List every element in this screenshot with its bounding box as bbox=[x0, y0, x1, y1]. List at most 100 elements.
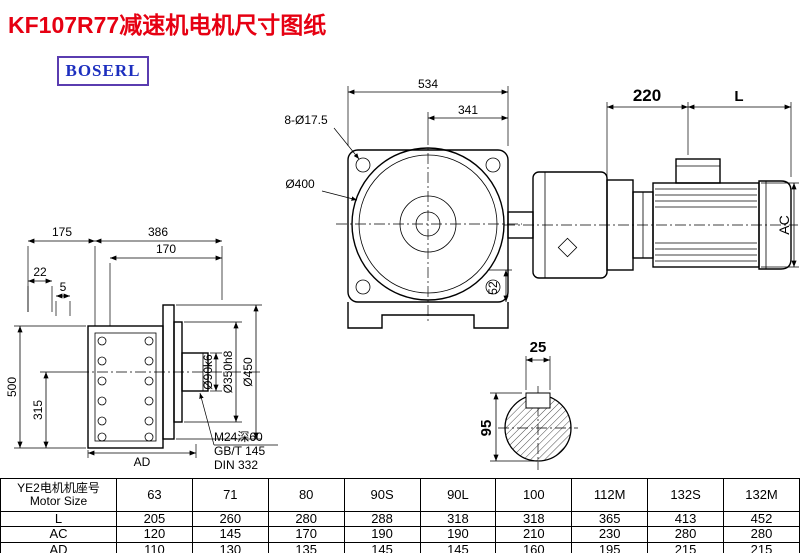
size-col-header: 90L bbox=[419, 478, 497, 512]
bolt-hole bbox=[485, 157, 501, 173]
dim-315-label: 315 bbox=[31, 400, 45, 420]
value-cell: 205 bbox=[116, 510, 193, 528]
value-cell: 260 bbox=[191, 510, 269, 528]
value-cell: 280 bbox=[723, 526, 800, 543]
value-cell: 215 bbox=[647, 541, 724, 553]
dim-5-label: 5 bbox=[60, 280, 67, 294]
motor-size-header-cn: YE2电机机座号 bbox=[17, 480, 100, 495]
side-view: 220 L AC bbox=[504, 86, 799, 279]
table-header-row: YE2电机机座号 Motor Size 63 71 80 90S 90L 100… bbox=[0, 478, 800, 512]
table-row-L: L 205 260 280 288 318 318 365 413 452 bbox=[0, 510, 800, 528]
dim-AC-label: AC bbox=[776, 215, 792, 234]
value-cell: 145 bbox=[419, 541, 497, 553]
dim-534-label: 534 bbox=[418, 77, 438, 91]
front-view: 534 341 8-Ø17.5 Ø400 52 bbox=[284, 77, 522, 329]
key-width-label: 25 bbox=[530, 339, 547, 356]
value-cell: 120 bbox=[116, 526, 193, 543]
flange-dia-label: Ø400 bbox=[285, 177, 315, 191]
dim-22-label: 22 bbox=[33, 265, 47, 279]
section-height-label: 95 bbox=[478, 420, 495, 437]
bolt-hole bbox=[97, 432, 107, 442]
shaft-circle bbox=[415, 211, 441, 237]
value-cell: 413 bbox=[647, 510, 724, 528]
value-cell: 145 bbox=[343, 541, 421, 553]
bolt-hole bbox=[144, 356, 154, 366]
flange-dia-label: Ø450 bbox=[241, 357, 255, 387]
boserl-logo: BOSERL bbox=[57, 56, 149, 86]
motor-size-table: YE2电机机座号 Motor Size 63 71 80 90S 90L 100… bbox=[0, 478, 800, 553]
value-cell: 190 bbox=[343, 526, 421, 543]
hub-circle bbox=[399, 195, 457, 253]
value-cell: 280 bbox=[267, 510, 345, 528]
fan-cover bbox=[758, 180, 792, 270]
left-view: 175 386 170 22 5 500 315 Ø bbox=[5, 225, 278, 472]
value-cell: 210 bbox=[495, 526, 573, 543]
bolt-hole bbox=[144, 432, 154, 442]
value-cell: 130 bbox=[191, 541, 269, 553]
bolt-hole bbox=[144, 336, 154, 346]
dim-170-label: 170 bbox=[156, 242, 176, 256]
terminal-box bbox=[675, 158, 721, 184]
bolt-hole bbox=[97, 336, 107, 346]
bolt-hole bbox=[144, 376, 154, 386]
size-col-header: 100 bbox=[495, 478, 573, 512]
value-cell: 452 bbox=[723, 510, 800, 528]
table-row-AD: AD 110 130 135 145 145 160 195 215 215 bbox=[0, 541, 800, 553]
size-col-header: 132M bbox=[723, 478, 800, 512]
dim-386-label: 386 bbox=[148, 225, 168, 239]
value-cell: 110 bbox=[116, 541, 193, 553]
value-cell: 288 bbox=[343, 510, 421, 528]
bolt-hole bbox=[97, 376, 107, 386]
technical-drawing: 534 341 8-Ø17.5 Ø400 52 bbox=[5, 77, 799, 472]
thread-note-line3: DIN 332 bbox=[214, 458, 258, 472]
size-col-header: 132S bbox=[647, 478, 724, 512]
value-cell: 135 bbox=[267, 541, 345, 553]
motor-size-header-cell: YE2电机机座号 Motor Size bbox=[0, 478, 117, 512]
oil-plug bbox=[557, 237, 578, 258]
value-cell: 365 bbox=[571, 510, 649, 528]
flange-inner-circle bbox=[358, 154, 498, 294]
motor-body bbox=[652, 182, 760, 268]
value-cell: 215 bbox=[723, 541, 800, 553]
flange-face bbox=[94, 332, 157, 442]
value-cell: 318 bbox=[419, 510, 497, 528]
value-cell: 230 bbox=[571, 526, 649, 543]
value-cell: 190 bbox=[419, 526, 497, 543]
row-label-AC: AC bbox=[0, 526, 117, 543]
value-cell: 160 bbox=[495, 541, 573, 553]
motor-size-header-en: Motor Size bbox=[29, 494, 88, 508]
page-title: KF107R77减速机电机尺寸图纸 bbox=[8, 12, 327, 38]
size-col-header: 71 bbox=[191, 478, 269, 512]
dim-341-label: 341 bbox=[458, 103, 478, 117]
flange-circle bbox=[351, 147, 505, 301]
bolt-hole bbox=[144, 396, 154, 406]
dim-220-label: 220 bbox=[633, 86, 661, 105]
dim-52-label: 52 bbox=[486, 281, 500, 295]
shaft-dia-label: Ø90k6 bbox=[201, 354, 215, 390]
bolt-holes-label: 8-Ø17.5 bbox=[284, 113, 328, 127]
size-col-header: 112M bbox=[571, 478, 649, 512]
row-label-L: L bbox=[0, 510, 117, 528]
value-cell: 145 bbox=[191, 526, 269, 543]
size-col-header: 80 bbox=[267, 478, 345, 512]
mounting-feet bbox=[347, 302, 509, 329]
dim-175-label: 175 bbox=[52, 225, 72, 239]
output-shaft-stub bbox=[181, 352, 209, 392]
dim-AD-label: AD bbox=[134, 455, 151, 469]
value-cell: 195 bbox=[571, 541, 649, 553]
keyway bbox=[525, 392, 551, 409]
size-col-header: 90S bbox=[343, 478, 421, 512]
shaft-section-view: 25 95 bbox=[478, 339, 578, 470]
bolt-hole bbox=[97, 396, 107, 406]
boserl-logo-text: BOSERL bbox=[65, 61, 141, 80]
table-row-AC: AC 120 145 170 190 190 210 230 280 280 bbox=[0, 526, 800, 543]
bolt-hole bbox=[485, 279, 501, 295]
value-cell: 170 bbox=[267, 526, 345, 543]
bolt-hole bbox=[355, 279, 371, 295]
size-col-header: 63 bbox=[116, 478, 193, 512]
dim-500-label: 500 bbox=[5, 377, 19, 397]
thread-note-line1: M24深60 bbox=[214, 430, 263, 444]
spigot-dia-label: Ø350h8 bbox=[221, 350, 235, 393]
bolt-hole bbox=[144, 416, 154, 426]
